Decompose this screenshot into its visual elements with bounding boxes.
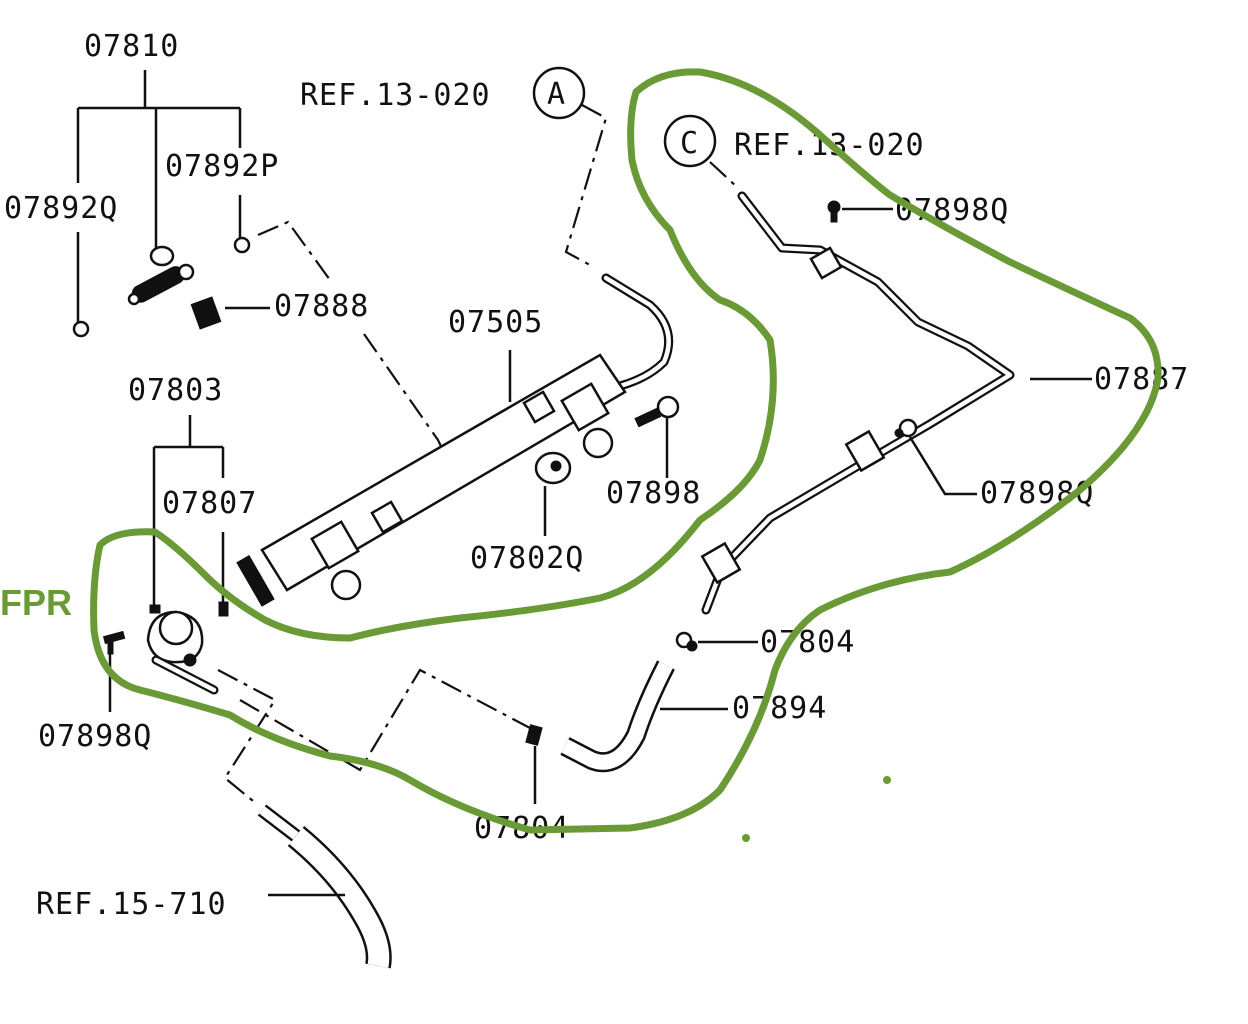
rail-bracket-icons [236,382,614,607]
label-07892Q: 07892Q [4,191,118,226]
green-dot [742,834,750,842]
label-ref-a-letter: A [547,77,566,112]
ref-a-group: REF.13-020 A [300,66,674,391]
o-ring-07807-icon [218,601,229,617]
bolt-07898Q-left-icon [102,630,126,655]
dash-07888-upper [257,220,331,281]
bolt-07898-icon [634,395,680,428]
label-07810: 07810 [84,29,179,64]
feed-pipe-a [601,273,674,391]
clip-07888-icon [190,296,222,330]
clip-07804-bottom-icon [525,724,543,746]
dash-ref-c [709,161,739,189]
o-ring-07892P-icon [233,236,251,254]
fpr-group: 07803 07807 07898Q [38,373,531,806]
label-ref-a: REF.13-020 [300,78,491,113]
ref-15-group: REF.15-710 [36,804,392,969]
label-07892P: 07892P [165,149,279,184]
ref-a-circle [532,66,586,120]
fpr-annotation-label: FPR [0,582,72,623]
green-dot [883,776,891,784]
green-annotation: FPR [0,68,1162,842]
label-07898: 07898 [606,476,701,511]
bolt-07898Q-right-icon [894,418,918,438]
bolt-07898Q-top-icon [827,200,841,223]
label-07888: 07888 [274,289,369,324]
leader-07898Q-right [908,436,977,496]
label-07898Q-left: 07898Q [38,719,152,754]
label-07804-right: 07804 [760,625,855,660]
hose-group: 07804 07894 07804 [474,625,855,846]
label-ref-15: REF.15-710 [36,887,227,922]
leader-07803 [152,415,225,608]
label-07802Q: 07802Q [470,541,584,576]
fpr-highlight-outline [90,68,1162,834]
pipe-clamp-icon [809,246,843,280]
o-ring-07892Q-icon [72,320,90,338]
label-07803: 07803 [128,373,223,408]
leader-07810 [76,70,242,322]
fuel-rail-group: 07505 07898 07802Q [236,305,701,607]
fuel-pressure-regulator-icon [146,604,219,695]
dash-fpr-return [217,669,277,806]
dash-ref-a [564,104,608,266]
ref-c-circle [663,114,717,168]
fuel-injector-icon [127,245,195,306]
label-07894: 07894 [732,691,827,726]
label-07807: 07807 [162,486,257,521]
label-07887: 07887 [1094,362,1189,397]
injector-group: 07810 07892P 07892Q 07888 [4,29,486,472]
label-ref-c-letter: C [680,126,699,161]
clip-07804-right-icon [675,631,698,652]
return-pipe-group: C REF.13-020 07898Q 07887 07898Q [663,114,1189,615]
label-07505: 07505 [448,305,543,340]
dash-fpr-hose [239,668,531,772]
pipe-clamp-icon [700,541,742,585]
grommet-07802Q-icon [534,451,572,485]
pipe-clamp-icon [844,429,886,473]
